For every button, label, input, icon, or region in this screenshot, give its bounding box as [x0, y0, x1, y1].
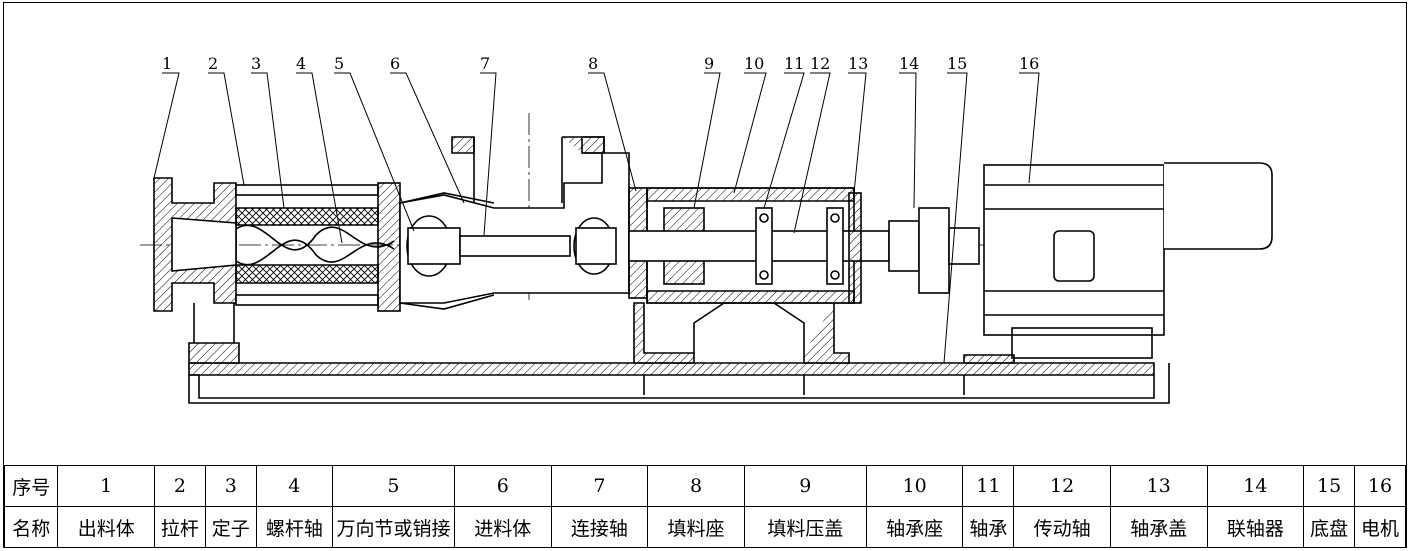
- callout-7: 7: [480, 54, 490, 73]
- callout-16: 16: [1019, 54, 1039, 73]
- number-row: 序号 1 2 3 4 5 6 7 8 9 10 11 12 13 14 15 1…: [3, 465, 1406, 507]
- part-number: 15: [1303, 465, 1355, 507]
- part-number: 8: [647, 465, 745, 507]
- bearing-cover: [848, 192, 862, 304]
- part-number: 11: [962, 465, 1015, 507]
- pump-assembly-drawing: 1 2 3 4 5 6 7 8 9 10 11 12 13 14 15 16: [140, 54, 1273, 404]
- callout-10: 10: [744, 54, 764, 73]
- part-number: 13: [1109, 465, 1208, 507]
- part-name: 底盘: [1303, 506, 1355, 548]
- part-name: 传动轴: [1013, 506, 1111, 548]
- part-number: 12: [1013, 465, 1111, 507]
- callout-2: 2: [208, 54, 218, 73]
- part-name: 螺杆轴: [255, 506, 333, 548]
- drawing-frame: 1 2 3 4 5 6 7 8 9 10 11 12 13 14 15 16 序…: [3, 2, 1407, 548]
- callout-12: 12: [810, 54, 830, 73]
- part-number: 3: [204, 465, 257, 507]
- base-plate: [188, 362, 1155, 376]
- part-number: 6: [454, 465, 552, 507]
- part-name: 轴承盖: [1109, 506, 1208, 548]
- part-number: 1: [57, 465, 155, 507]
- part-number: 5: [331, 465, 456, 507]
- part-number: 2: [154, 465, 206, 507]
- callout-6: 6: [390, 54, 400, 73]
- part-name: 填料压盖: [743, 506, 867, 548]
- tie-rod: [235, 184, 379, 196]
- bearing: [755, 207, 773, 285]
- coupling: [918, 207, 950, 294]
- callout-3: 3: [251, 54, 261, 73]
- callout-5: 5: [334, 54, 344, 73]
- screw-rotor: [235, 224, 395, 251]
- part-number: 7: [550, 465, 649, 507]
- part-name: 出料体: [57, 506, 155, 548]
- part-number: 10: [865, 465, 964, 507]
- part-name: 填料座: [647, 506, 745, 548]
- part-name: 轴承座: [865, 506, 964, 548]
- part-name: 万向节或销接: [331, 506, 456, 548]
- callout-4: 4: [296, 54, 306, 73]
- part-name: 联轴器: [1206, 506, 1305, 548]
- part-name: 定子: [204, 506, 257, 548]
- row-header-number: 序号: [3, 465, 59, 507]
- part-number: 4: [255, 465, 333, 507]
- connecting-shaft: [459, 235, 571, 257]
- part-name: 轴承: [962, 506, 1015, 548]
- callout-14: 14: [899, 54, 919, 73]
- callout-1: 1: [162, 54, 172, 73]
- name-row: 名称 出料体 拉杆 定子 螺杆轴 万向节或销接 进料体 连接轴 填料座 填料压盖…: [3, 506, 1406, 548]
- part-number: 9: [743, 465, 867, 507]
- callout-15: 15: [947, 54, 967, 73]
- parts-table: 序号 1 2 3 4 5 6 7 8 9 10 11 12 13 14 15 1…: [3, 465, 1406, 548]
- stator: [235, 207, 379, 226]
- callout-8: 8: [588, 54, 598, 73]
- callout-9: 9: [704, 54, 714, 73]
- part-name: 拉杆: [154, 506, 206, 548]
- callout-13: 13: [848, 54, 868, 73]
- part-name: 进料体: [454, 506, 552, 548]
- part-name: 电机: [1354, 506, 1406, 548]
- part-number: 16: [1354, 465, 1406, 507]
- part-number: 14: [1206, 465, 1305, 507]
- row-header-name: 名称: [3, 506, 59, 548]
- callout-11: 11: [784, 54, 804, 73]
- part-name: 连接轴: [550, 506, 649, 548]
